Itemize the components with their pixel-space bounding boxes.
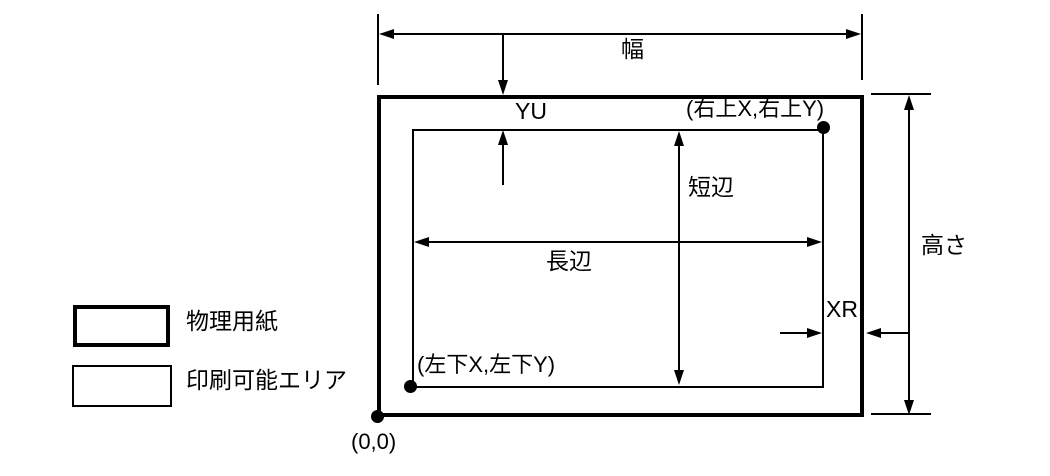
origin-point-dot [371, 410, 384, 423]
width-arrowhead-left-icon [379, 29, 394, 39]
height-arrowhead-bottom-icon [904, 400, 914, 415]
printable-area-rect [412, 129, 824, 388]
width-extension-line-left [377, 14, 379, 85]
xr-left-line [780, 332, 810, 334]
width-arrowhead-right-icon [846, 29, 861, 39]
yu-upper-line [502, 35, 504, 82]
long-side-arrowhead-left-icon [414, 237, 429, 247]
yu-dimension-label: YU [515, 98, 547, 124]
xr-arrowhead-left-icon [866, 328, 881, 338]
xr-dimension-label: XR [826, 296, 858, 322]
long-side-arrowhead-right-icon [807, 237, 822, 247]
short-side-arrowhead-bottom-icon [674, 370, 684, 385]
long-side-dimension-label: 長辺 [546, 248, 592, 274]
height-dimension-line [908, 99, 910, 411]
bottom-left-point-dot [404, 380, 417, 393]
height-extension-line-top [871, 93, 931, 95]
top-right-point-dot [817, 121, 830, 134]
height-arrowhead-top-icon [904, 95, 914, 110]
legend-physical-paper-swatch [73, 305, 170, 347]
legend-printable-area-swatch [72, 365, 172, 407]
top-right-point-label: (右上X,右上Y) [686, 96, 825, 121]
short-side-arrowhead-top-icon [674, 131, 684, 146]
yu-arrowhead-up-icon [498, 130, 508, 145]
legend-physical-paper-label: 物理用紙 [186, 308, 278, 334]
legend-printable-area-label: 印刷可能エリア [186, 367, 347, 393]
short-side-dimension-line [678, 135, 680, 381]
yu-arrowhead-down-icon [498, 80, 508, 95]
origin-point-label: (0,0) [351, 429, 397, 454]
xr-right-line [879, 332, 909, 334]
width-dimension-label: 幅 [621, 36, 644, 62]
xr-arrowhead-right-icon [807, 328, 822, 338]
width-dimension-line [382, 33, 858, 35]
bottom-left-point-label: (左下X,左下Y) [417, 352, 556, 377]
yu-lower-line [502, 143, 504, 185]
long-side-dimension-line [417, 241, 818, 243]
width-extension-line-right [861, 14, 863, 80]
height-dimension-label: 高さ [921, 232, 967, 258]
height-extension-line-bottom [871, 413, 931, 415]
short-side-dimension-label: 短辺 [688, 174, 734, 200]
